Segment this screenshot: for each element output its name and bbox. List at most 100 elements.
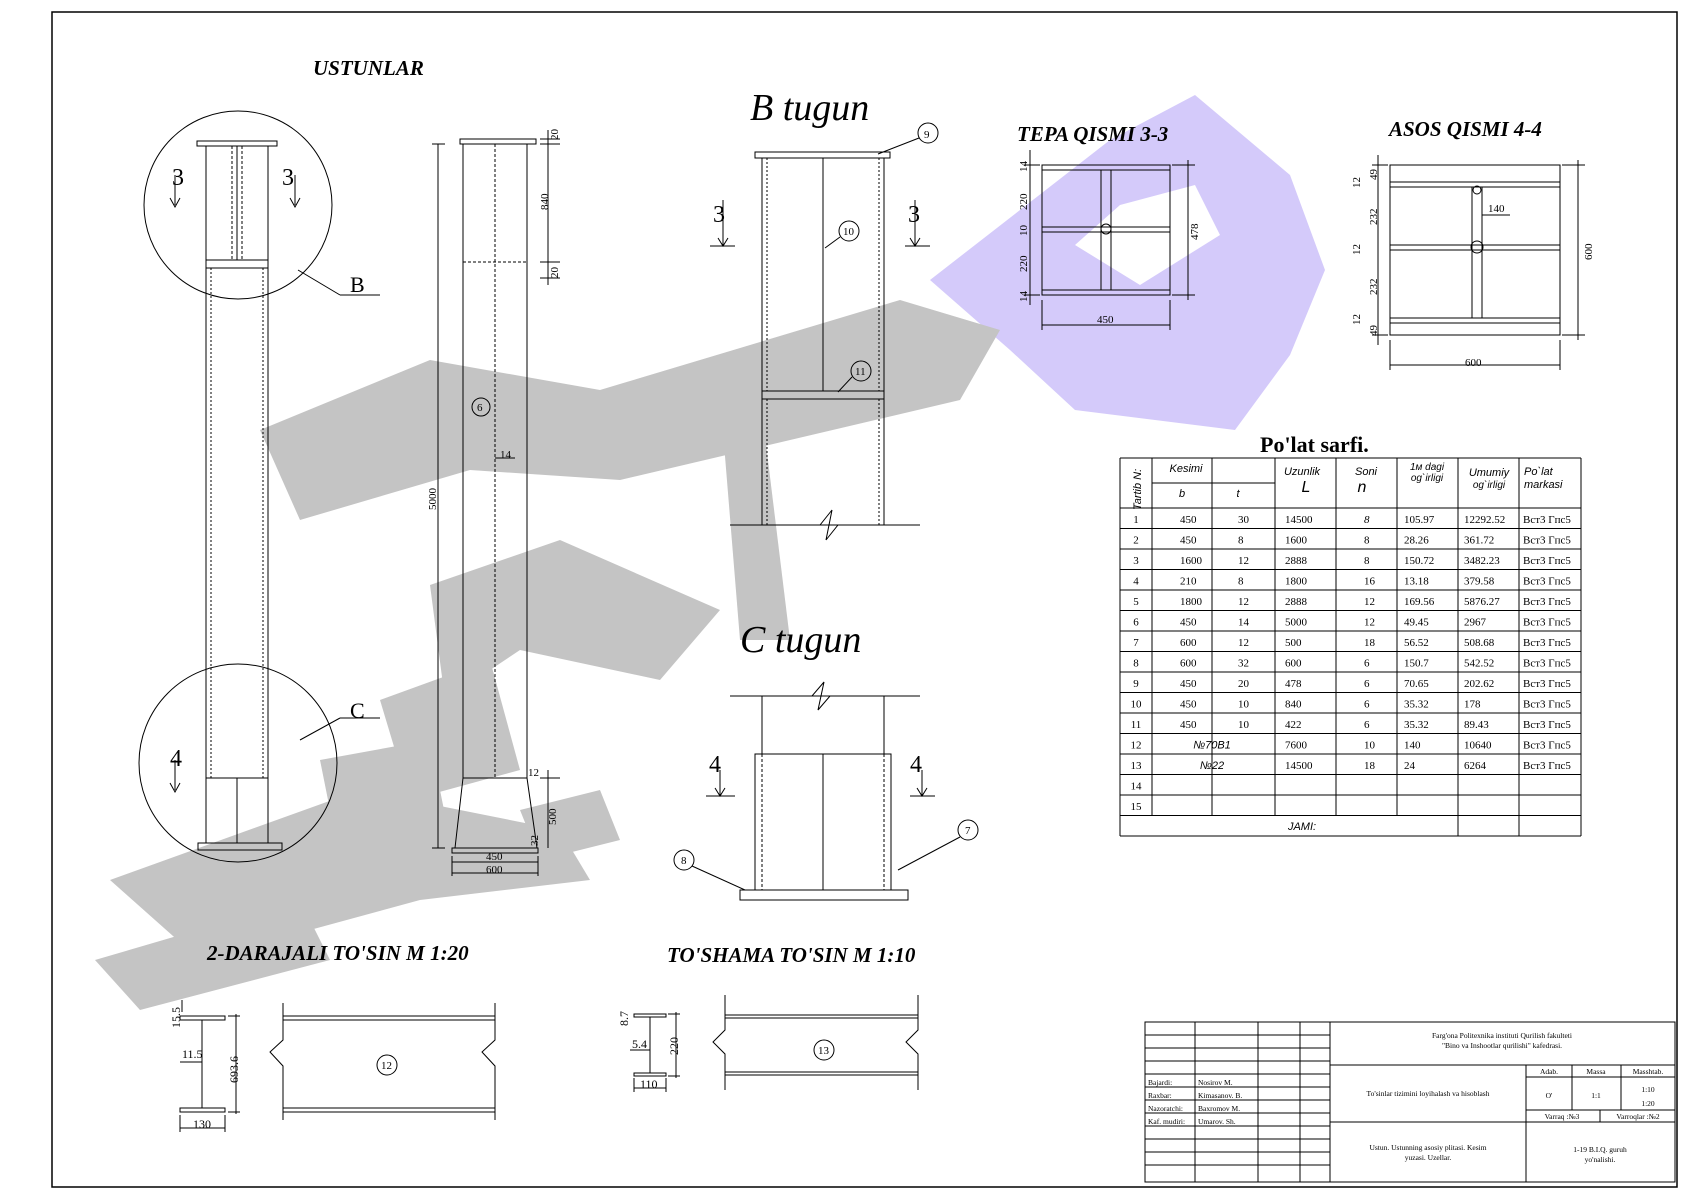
table-row-count: 12 [1364, 617, 1375, 629]
table-row-no: 9 [1133, 678, 1139, 690]
table-row-grade: Вст3 Гпс5 [1523, 637, 1571, 649]
table-row-length: 600 [1285, 658, 1302, 670]
dim-600-horizontal: 600 [1465, 357, 1482, 369]
table-row-count: 8 [1364, 514, 1370, 526]
table-row-count: 8 [1364, 555, 1370, 567]
table-row-length: 2888 [1285, 596, 1308, 608]
table-row-t: 12 [1238, 555, 1249, 567]
dim-14-bottom: 14 [1018, 291, 1030, 303]
table-row-t: 10 [1238, 699, 1250, 711]
item-7: 7 [965, 825, 971, 837]
header-total-weight-2: og`irligi [1473, 479, 1506, 491]
node-b-title: B tugun [750, 87, 869, 129]
table-row-total-weight: 508.68 [1464, 637, 1495, 649]
table-row-unit-weight: 140 [1404, 740, 1421, 752]
table-row-grade: Вст3 Гпс5 [1523, 576, 1571, 588]
dim-140: 140 [1488, 203, 1505, 215]
table-row-unit-weight: 35.32 [1404, 719, 1429, 731]
table-row-length: 7600 [1285, 740, 1308, 752]
table-row-unit-weight: 56.52 [1404, 637, 1429, 649]
item-9: 9 [924, 129, 930, 141]
callout-circle-c [138, 663, 338, 863]
table-row-b: 450 [1180, 719, 1197, 731]
table-row-no: 1 [1133, 514, 1139, 526]
table-row-unit-weight: 150.72 [1404, 555, 1434, 567]
header-grade-1: Po`lat [1524, 466, 1554, 478]
table-row-unit-weight: 13.18 [1404, 576, 1429, 588]
table-row-total-weight: 2967 [1464, 617, 1487, 629]
node-c-title: C tugun [740, 619, 861, 661]
table-row-t: 20 [1238, 678, 1250, 690]
table-row-count: 10 [1364, 740, 1376, 752]
sheet-title-1: Ustun. Ustunning asosiy plitasi. Kesim [1369, 1143, 1486, 1152]
dim-20-mid: 20 [549, 267, 561, 279]
table-row-profile: №22 [1200, 760, 1224, 772]
table-row-count: 6 [1364, 658, 1370, 670]
header-unit-weight-2: og`irligi [1411, 472, 1444, 484]
table-row-count: 16 [1364, 576, 1376, 588]
top-section-dims: 14 220 10 220 14 478 450 [1018, 161, 1201, 327]
watermark-violet-mark [930, 95, 1325, 430]
sheet-frame [51, 11, 1678, 1188]
sheet-count: Varroqlar :№2 [1616, 1112, 1659, 1121]
dim-478: 478 [1189, 223, 1201, 240]
table-row-t: 10 [1238, 719, 1250, 731]
table-row-b: 600 [1180, 637, 1197, 649]
dim-14-top: 14 [1018, 161, 1030, 173]
table-row-grade: Вст3 Гпс5 [1523, 555, 1571, 567]
table-row-total-weight: 5876.27 [1464, 596, 1500, 608]
item-8: 8 [681, 855, 687, 867]
dim-840: 840 [539, 193, 551, 210]
dim-20-top: 20 [549, 129, 561, 141]
role-3-name: Baxromov M. [1198, 1104, 1240, 1113]
dim-693-6: 693.6 [227, 1056, 241, 1083]
role-4-name: Umarov. Sh. [1198, 1117, 1236, 1126]
watermark [95, 95, 1325, 1010]
table-row-count: 6 [1364, 719, 1370, 731]
table-row-no: 14 [1131, 781, 1143, 793]
callout-label-b: B [350, 272, 365, 297]
table-row-grade: Вст3 Гпс5 [1523, 658, 1571, 670]
dim-450: 450 [1097, 314, 1114, 326]
column-elevation-right [432, 130, 560, 876]
table-row-total-weight: 178 [1464, 699, 1481, 711]
callout-circle-b [143, 110, 333, 300]
table-row-length: 840 [1285, 699, 1302, 711]
header-t: t [1236, 488, 1240, 500]
dim-600-vertical: 600 [1583, 243, 1595, 260]
table-row-unit-weight: 35.32 [1404, 699, 1429, 711]
dim-220-lower: 220 [1018, 255, 1030, 272]
item-11: 11 [855, 366, 866, 378]
dim-600: 600 [486, 864, 503, 876]
table-row-unit-weight: 70.65 [1404, 678, 1429, 690]
title-block: Farg'ona Politexnika instituti Qurilish … [1144, 1021, 1676, 1183]
dim-14: 14 [500, 449, 512, 461]
mass-value: 1:1 [1591, 1091, 1601, 1100]
institute-line-2: "Bino va Inshootlar qurilishi" kafedrasi… [1442, 1041, 1562, 1050]
table-row-grade: Вст3 Гпс5 [1523, 514, 1571, 526]
table-row-total-weight: 89.43 [1464, 719, 1489, 731]
table-row-total-weight: 10640 [1464, 740, 1492, 752]
table-row-b: 1800 [1180, 596, 1203, 608]
table-row-length: 422 [1285, 719, 1302, 731]
table-row-grade: Вст3 Гпс5 [1523, 678, 1571, 690]
table-row-t: 8 [1238, 576, 1244, 588]
cut-label-3-right: 3 [282, 165, 294, 191]
dim-110: 110 [640, 1077, 658, 1091]
dim-220-upper: 220 [1018, 193, 1030, 210]
table-row-t: 12 [1238, 596, 1249, 608]
table-row-total-weight: 3482.23 [1464, 555, 1500, 567]
cut-label-3-left: 3 [172, 165, 184, 191]
table-row-b: 450 [1180, 678, 1197, 690]
header-b: b [1179, 488, 1185, 500]
role-2-name: Kimasanov. B. [1198, 1091, 1242, 1100]
table-total-label: JAMI: [1287, 821, 1316, 833]
table-row-total-weight: 202.62 [1464, 678, 1494, 690]
node-c-detail [673, 681, 979, 901]
table-row-no: 8 [1133, 658, 1139, 670]
project-title: To'sinlar tizimini loyihalash va hisobla… [1367, 1089, 1490, 1098]
table-row-unit-weight: 105.97 [1404, 514, 1435, 526]
dim-11-5: 11.5 [182, 1047, 203, 1061]
